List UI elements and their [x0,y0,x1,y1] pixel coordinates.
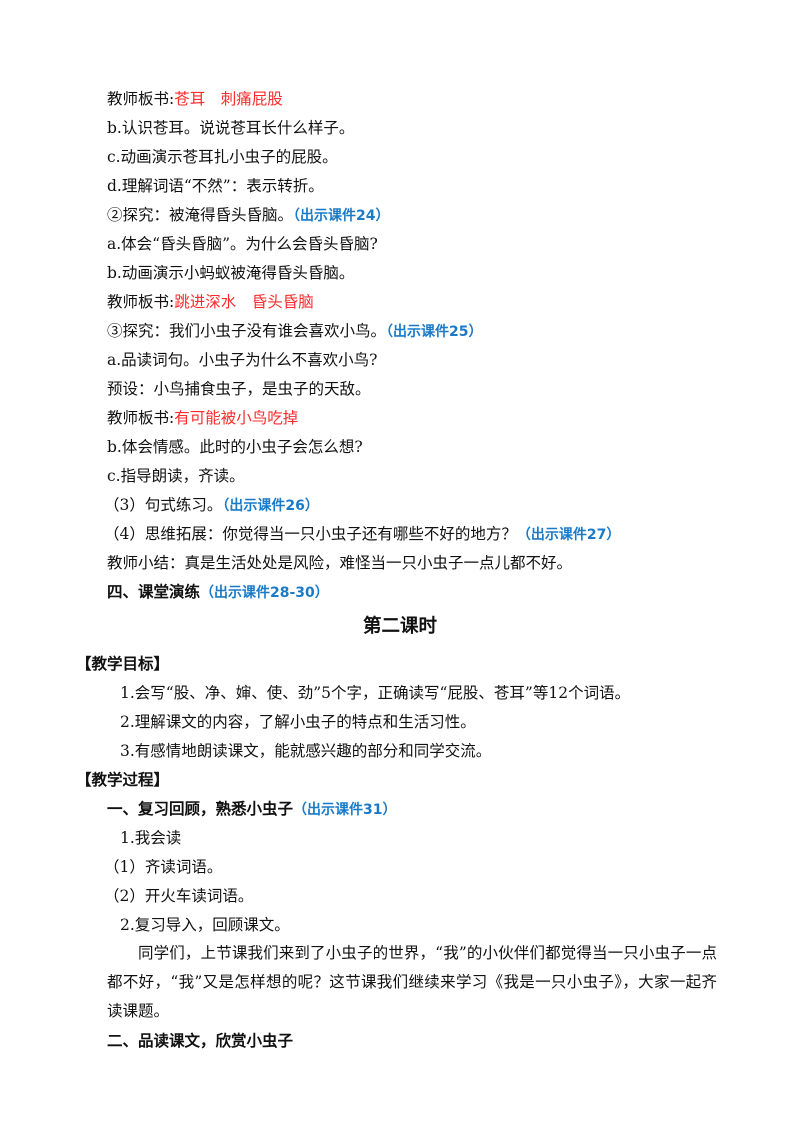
courseware-ref: （出示课件27） [516,527,621,543]
text-line: b.体会情感。此时的小虫子会怎么想? [107,438,363,456]
board-note-1: 教师板书:苍耳 刺痛屁股 [107,90,283,108]
text-line: （1）齐读词语。 [104,858,223,876]
board-note-3: 教师板书:有可能被小鸟吃掉 [107,409,299,427]
text-line: b.动画演示小蚂蚁被淹得昏头昏脑。 [107,264,355,282]
goal-1: 1.会写“股、净、婶、使、劲”5个字，正确读写“屁股、苍耳”等12个词语。 [120,684,631,702]
teacher-summary: 教师小结：真是生活处处是风险，难怪当一只小虫子一点儿都不好。 [107,554,573,572]
text-line: （2）开火车读词语。 [104,887,254,905]
goals-header: 【教学目标】 [76,655,170,673]
courseware-ref: （出示课件31） [293,802,397,818]
text-line: b.认识苍耳。说说苍耳长什么样子。 [107,119,355,137]
intro-paragraph: 同学们，上节课我们来到了小虫子的世界，“我”的小伙伴们都觉得当一只小虫子一点都不… [107,944,717,1020]
courseware-ref: （出示课件28-30） [200,585,329,601]
section-4-heading: 四、课堂演练（出示课件28-30） [107,583,329,601]
courseware-ref: （出示课件24） [293,208,390,224]
text-line: 2.复习导入，回顾课文。 [120,916,290,934]
board-note-red-text: 跳进深水 昏头昏脑 [174,293,314,311]
explore-3: ③探究：我们小虫子没有谁会喜欢小鸟。（出示课件25） [107,322,483,340]
courseware-ref: （出示课件26） [222,498,319,514]
board-note-red-text: 苍耳 刺痛屁股 [174,90,283,108]
text-line: a.品读词句。小虫子为什么不喜欢小鸟? [107,351,378,369]
text-line: d.理解词语“不然”：表示转折。 [107,177,324,195]
board-note-red-text: 有可能被小鸟吃掉 [174,409,299,427]
process-header: 【教学过程】 [76,771,170,789]
courseware-ref: （出示课件25） [386,324,483,340]
text-line: c.指导朗读，齐读。 [107,467,245,485]
explore-2: ②探究：被淹得昏头昏脑。（出示课件24） [107,206,390,224]
goal-3: 3.有感情地朗读课文，能就感兴趣的部分和同学交流。 [120,742,492,760]
lesson-title: 第二课时 [362,616,437,637]
section-1-heading: 一、复习回顾，熟悉小虫子（出示课件31） [107,800,397,818]
text-line: a.体会“昏头昏脑”。为什么会昏头昏脑? [107,235,378,253]
thinking-extension: （4）思维拓展：你觉得当一只小虫子还有哪些不好的地方？（出示课件27） [104,525,621,543]
text-line: c.动画演示苍耳扎小虫子的屁股。 [107,148,338,166]
text-line: 1.我会读 [120,829,182,847]
text-line: 预设：小鸟捕食虫子，是虫子的天敌。 [107,380,371,398]
sentence-practice: （3）句式练习。（出示课件26） [104,496,319,514]
goal-2: 2.理解课文的内容，了解小虫子的特点和生活习性。 [120,713,476,731]
section-2-heading: 二、品读课文，欣赏小虫子 [107,1032,294,1050]
board-note-2: 教师板书:跳进深水 昏头昏脑 [107,293,314,311]
